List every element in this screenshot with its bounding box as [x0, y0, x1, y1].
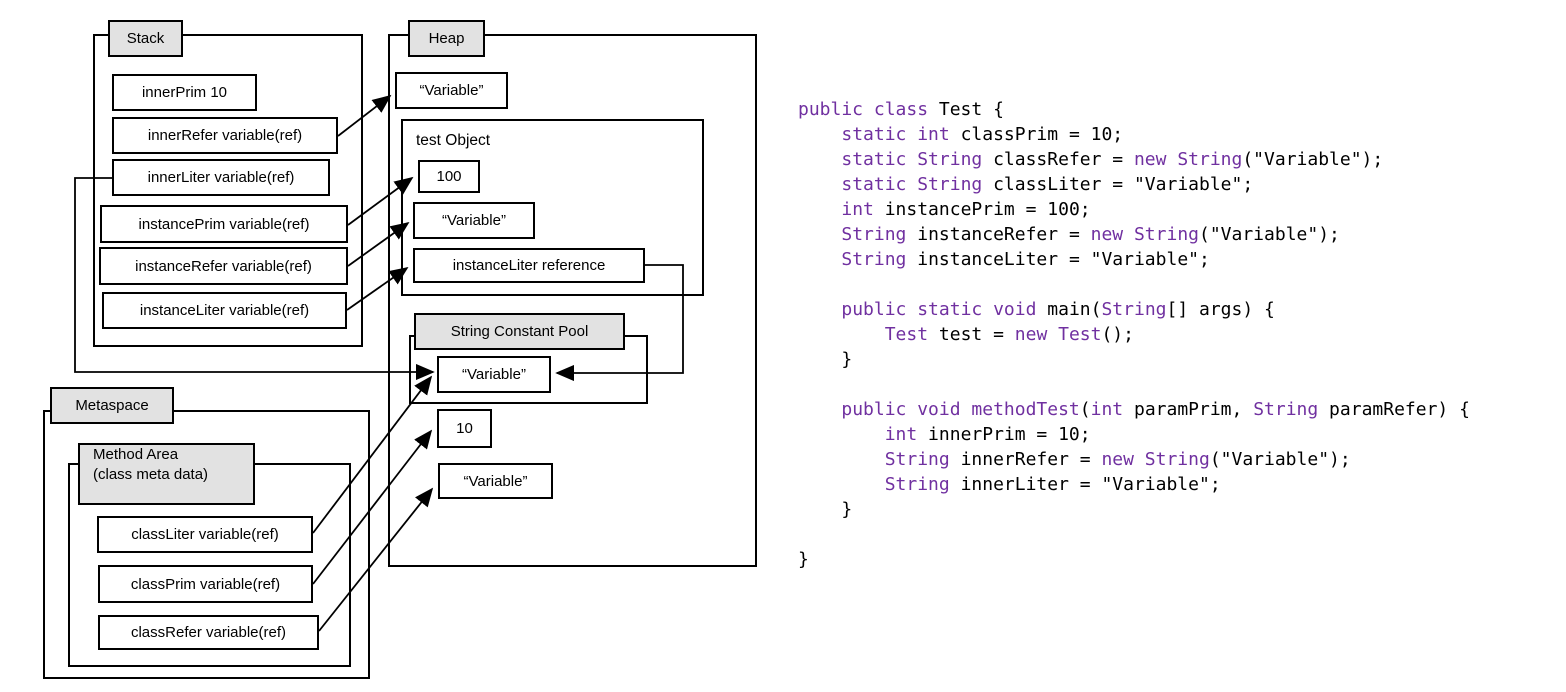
code-line: String instanceRefer = new String("Varia…	[841, 224, 1340, 245]
test-object-ref-label: instanceLiter reference	[413, 248, 645, 283]
heap-string-object-bottom: “Variable”	[438, 463, 553, 499]
method-area-title: Method Area	[93, 446, 179, 463]
code-line: public class Test {	[798, 99, 1004, 120]
method-area-subtitle: (class meta data)	[93, 466, 209, 483]
string-pool-variable: “Variable”	[437, 356, 551, 393]
string-constant-pool-tab: String Constant Pool	[414, 313, 625, 350]
stack-tab: Stack	[108, 20, 183, 57]
string-constant-pool-title: String Constant Pool	[450, 323, 589, 340]
code-line: String instanceLiter = "Variable";	[841, 249, 1210, 270]
heap-prim-box: 10	[437, 409, 492, 448]
code-line: String innerLiter = "Variable";	[884, 474, 1221, 495]
stack-item-innerrefer: innerRefer variable(ref)	[112, 117, 338, 154]
test-object-title: test Object	[416, 132, 491, 149]
test-object-string-value: “Variable”	[413, 202, 535, 239]
code-line: }	[798, 499, 853, 520]
stack-item-instanceliter: instanceLiter variable(ref)	[102, 292, 347, 329]
code-line	[798, 272, 1470, 297]
stack-title: Stack	[126, 30, 165, 47]
code-line: static String classRefer = new String("V…	[841, 149, 1384, 170]
metaspace-title: Metaspace	[75, 397, 149, 414]
stack-item-instancerefer: instanceRefer variable(ref)	[99, 247, 348, 285]
code-line: public void methodTest(int paramPrim, St…	[841, 399, 1470, 420]
heap-title: Heap	[428, 30, 465, 47]
code-line: String innerRefer = new String("Variable…	[884, 449, 1351, 470]
method-area-tab: Method Area (class meta data)	[78, 443, 255, 505]
code-line: Test test = new Test();	[884, 324, 1134, 345]
stack-item-innerprim: innerPrim 10	[112, 74, 257, 111]
code-line	[798, 372, 1470, 397]
code-line: int instancePrim = 100;	[841, 199, 1091, 220]
code-line: static int classPrim = 10;	[841, 124, 1124, 145]
code-line	[798, 522, 1470, 547]
code-line: }	[798, 349, 853, 370]
test-object-prim-value: 100	[418, 160, 480, 193]
code-line: }	[798, 549, 809, 570]
heap-tab: Heap	[408, 20, 485, 57]
code-line: int innerPrim = 10;	[884, 424, 1091, 445]
code-line: public static void main(String[] args) {	[841, 299, 1275, 320]
metaspace-tab: Metaspace	[50, 387, 174, 424]
code-block: public class Test { static int classPrim…	[798, 97, 1470, 572]
stack-item-innerliter: innerLiter variable(ref)	[112, 159, 330, 196]
method-area-item-classliter: classLiter variable(ref)	[97, 516, 313, 553]
method-area-item-classrefer: classRefer variable(ref)	[98, 615, 319, 650]
stack-item-instanceprim: instancePrim variable(ref)	[100, 205, 348, 243]
heap-string-object-top: “Variable”	[395, 72, 508, 109]
method-area-item-classprim: classPrim variable(ref)	[98, 565, 313, 603]
code-line: static String classLiter = "Variable";	[841, 174, 1254, 195]
